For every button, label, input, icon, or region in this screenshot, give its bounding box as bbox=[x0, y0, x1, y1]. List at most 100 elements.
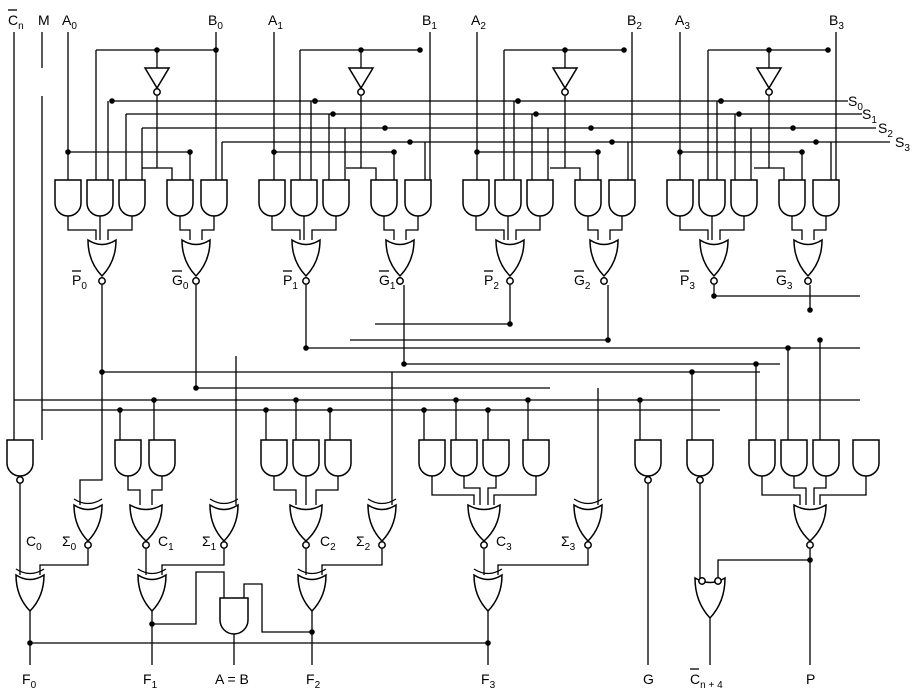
label-f0: F0 bbox=[22, 671, 37, 691]
or-gate bbox=[181, 238, 211, 278]
wire-130 bbox=[497, 549, 589, 575]
label-p3: P3 bbox=[680, 272, 695, 292]
junction-dot bbox=[515, 98, 521, 104]
or-gate bbox=[367, 503, 397, 543]
gates bbox=[6, 67, 880, 635]
and-gate bbox=[200, 179, 228, 217]
label-s2: S2 bbox=[878, 120, 893, 140]
wire-39 bbox=[107, 216, 133, 240]
inverter-bubble bbox=[765, 88, 773, 96]
inverter-gate bbox=[347, 67, 375, 90]
wire-63 bbox=[609, 216, 623, 240]
junction-dot bbox=[588, 125, 594, 131]
or-gate bbox=[694, 576, 726, 620]
label-g1: G1 bbox=[379, 272, 396, 292]
label-sigma2: Σ2 bbox=[356, 533, 371, 553]
and-gate bbox=[574, 179, 602, 217]
wire-74 bbox=[813, 216, 827, 240]
wire-111 bbox=[431, 476, 475, 505]
or-gate bbox=[699, 238, 729, 278]
label-g-out: G bbox=[643, 671, 654, 687]
wire-72 bbox=[719, 216, 745, 240]
inverter-bubble bbox=[644, 476, 652, 484]
junction-dots bbox=[27, 47, 831, 646]
junction-dot bbox=[149, 621, 155, 627]
inverter-bubble bbox=[696, 476, 704, 484]
or-gate bbox=[291, 238, 321, 278]
label-p-out: P bbox=[806, 671, 815, 687]
label-a0: A0 bbox=[62, 12, 77, 32]
or-gate bbox=[473, 573, 503, 613]
inverter-gate bbox=[143, 67, 171, 90]
wire-119 bbox=[79, 372, 103, 505]
and-gate bbox=[148, 439, 176, 477]
and-gate bbox=[290, 179, 318, 217]
or-gate bbox=[793, 503, 827, 543]
wire-51 bbox=[383, 216, 395, 240]
wire-128 bbox=[161, 549, 225, 575]
junction-dot bbox=[474, 149, 480, 155]
wire-117 bbox=[813, 476, 827, 505]
label-b1: B1 bbox=[422, 12, 437, 32]
wire-62 bbox=[587, 216, 599, 240]
output-labels: F0 F1 A = B F2 F3 G Cn + 4 P bbox=[22, 668, 815, 691]
label-a2: A2 bbox=[471, 12, 486, 32]
wire-50 bbox=[311, 216, 337, 240]
junction-dot bbox=[312, 98, 318, 104]
label-f1: F1 bbox=[143, 671, 158, 691]
junction-dot bbox=[718, 98, 724, 104]
inverter-bubble bbox=[561, 88, 569, 96]
wire-113 bbox=[487, 476, 497, 505]
wire-61 bbox=[515, 216, 541, 240]
junction-dot bbox=[309, 629, 315, 635]
and-gate bbox=[219, 597, 249, 635]
wire-66 bbox=[768, 96, 785, 180]
and-gate bbox=[526, 179, 554, 217]
and-gate bbox=[54, 179, 82, 217]
junction-dot bbox=[825, 47, 831, 53]
label-p1: P1 bbox=[283, 272, 298, 292]
label-c2: C2 bbox=[320, 533, 336, 553]
label-b3: B3 bbox=[829, 12, 844, 32]
inverter-gate bbox=[755, 67, 783, 90]
inverter-bubble bbox=[396, 277, 404, 285]
inverter-bubble bbox=[142, 541, 150, 549]
xor-arc bbox=[73, 498, 103, 505]
and-gate bbox=[450, 439, 478, 477]
inverter-bubble bbox=[804, 277, 812, 285]
wire-37 bbox=[67, 216, 97, 240]
label-cn4: Cn + 4 bbox=[690, 671, 723, 691]
inverter-bubble bbox=[357, 88, 365, 96]
inverter-bubble bbox=[153, 88, 161, 96]
inverter-bubble bbox=[710, 277, 718, 285]
wire-137 bbox=[152, 571, 225, 625]
wire-114 bbox=[493, 476, 537, 505]
label-a3: A3 bbox=[675, 12, 690, 32]
junction-dot bbox=[711, 293, 717, 299]
or-gate bbox=[495, 238, 525, 278]
wire-118 bbox=[819, 476, 867, 505]
or-gate bbox=[467, 503, 501, 543]
junction-dot bbox=[193, 385, 199, 391]
inverter-bubble bbox=[698, 577, 706, 585]
wire-73 bbox=[791, 216, 803, 240]
inverter-bubble bbox=[302, 541, 310, 549]
label-f3: F3 bbox=[481, 671, 496, 691]
junction-dot bbox=[453, 397, 459, 403]
or-gate bbox=[15, 573, 45, 613]
junction-dot bbox=[799, 149, 805, 155]
label-sigma3: Σ3 bbox=[561, 533, 576, 553]
and-gate bbox=[114, 439, 142, 477]
and-gate bbox=[322, 179, 350, 217]
label-c3: C3 bbox=[496, 533, 512, 553]
junction-dot bbox=[609, 139, 615, 145]
or-gate bbox=[573, 503, 603, 543]
inverter-bubble bbox=[480, 541, 488, 549]
and-gate bbox=[6, 439, 34, 477]
xor-arc bbox=[15, 568, 45, 575]
and-gate bbox=[494, 179, 522, 217]
junction-dot bbox=[271, 149, 277, 155]
junction-dot bbox=[525, 397, 531, 403]
or-gate bbox=[87, 238, 117, 278]
junction-dot bbox=[753, 361, 759, 367]
